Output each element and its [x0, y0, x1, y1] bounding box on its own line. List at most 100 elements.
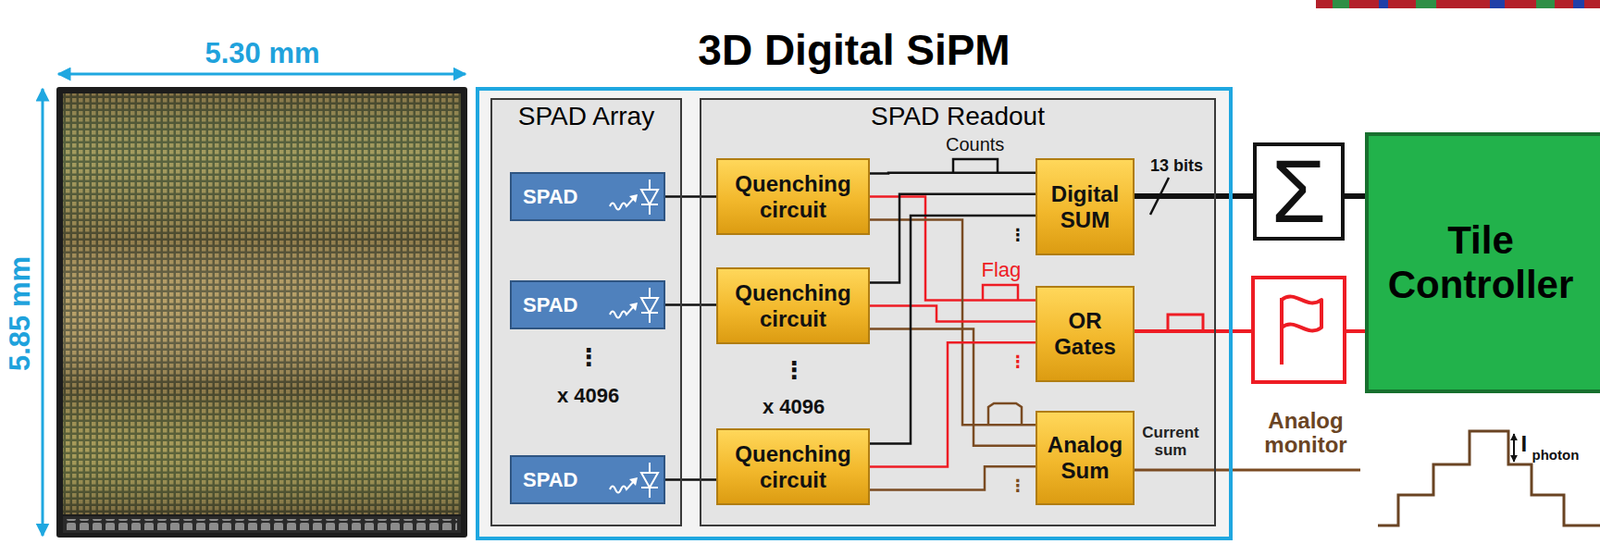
count-label: x 4096: [762, 396, 826, 420]
group-heading: SPAD Array: [492, 101, 681, 132]
box-label: Σ: [1271, 147, 1327, 236]
box-label: SPAD: [522, 293, 579, 317]
chip-array: [62, 93, 461, 515]
ellipsis-mark: ⋮: [1009, 353, 1027, 373]
chip-pads: [66, 519, 458, 531]
dimension-label: 5.30 mm: [205, 38, 322, 68]
signal-wire: [869, 194, 1036, 284]
bus-width-label: 13 bits: [1150, 157, 1204, 176]
signal-wire: [1134, 193, 1253, 199]
current-subscript: photon: [1532, 447, 1580, 464]
ellipsis-mark: ⋮: [1009, 353, 1027, 373]
box-label: Tile Controller: [1376, 218, 1586, 309]
signal-label: Counts: [945, 134, 1005, 155]
analog-wire: [1134, 469, 1361, 472]
count-label: x 4096: [557, 384, 621, 409]
signal-label: Current sum: [1139, 424, 1203, 459]
box-label: SPAD: [522, 468, 579, 492]
signal-wire: [869, 172, 1036, 175]
digital-sum-block: Digital SUM: [1035, 158, 1135, 256]
strip-band: [1332, 0, 1350, 9]
tile-controller: Tile Controller: [1364, 132, 1600, 394]
flag-pulse: [982, 285, 1018, 301]
spad-array-panel: SPAD ArraySPADSPADSPAD: [490, 98, 683, 527]
height-arrow: [41, 88, 45, 536]
photon-wave: [609, 306, 634, 319]
spad-cell: SPAD: [509, 280, 666, 330]
spad-diode-symbol: [607, 176, 661, 218]
chip-sheen: [62, 93, 461, 515]
signal-wire: [665, 303, 717, 307]
or-gate-block: OR Gates: [1035, 285, 1135, 383]
ellipsis-mark: ⋮: [576, 344, 601, 372]
strip-band: [1415, 0, 1437, 9]
box-label: Digital SUM: [1042, 181, 1128, 233]
photon-arrowhead: [629, 302, 638, 311]
spad-diode-symbol: [607, 285, 661, 326]
flag-frame: [1252, 277, 1345, 383]
signal-wire: [665, 478, 717, 482]
current-symbol: I: [1521, 432, 1528, 458]
signal-label: Flag: [981, 259, 1022, 283]
diode-leads: [641, 462, 658, 498]
dimension-label: 5.85 mm: [5, 255, 35, 372]
diode-triangle: [641, 297, 658, 313]
strip-band: [1489, 0, 1505, 9]
analog-monitor: [1134, 431, 1600, 526]
diode-triangle: [641, 472, 658, 488]
ellipsis-mark: ⋮: [781, 357, 807, 385]
flag-out-pulse: [1167, 314, 1204, 332]
group-heading: SPAD Readout: [701, 101, 1215, 132]
output-label: Analog monitor: [1248, 409, 1364, 459]
quenching-circuit: Quenching circuit: [716, 158, 870, 236]
diode-leads: [641, 179, 658, 215]
spad-diode-symbol: [607, 459, 661, 501]
box-label: Quenching circuit: [725, 280, 861, 332]
spad-readout-panel: SPAD ReadoutQuenching circuitQuenching c…: [699, 98, 1216, 527]
ellipsis-mark: ⋮: [1009, 477, 1027, 497]
panel-fills: [475, 86, 1233, 541]
quenching-circuit: Quenching circuit: [716, 428, 870, 506]
flag-icon: [1281, 297, 1322, 332]
dimension-arrows: [42, 74, 466, 536]
chip-pad-row: [62, 516, 461, 534]
chip-photo: [56, 86, 468, 538]
diode-leads: [641, 287, 658, 323]
dimension-label: 5.85 mm: [5, 255, 35, 372]
photon-arrowhead: [629, 194, 638, 203]
strip-band: [1378, 0, 1389, 9]
width-arrow: [58, 73, 466, 76]
ellipsis-mark: ⋮: [781, 357, 807, 385]
count-label: x 4096: [762, 396, 826, 419]
box-label: Analog Sum: [1042, 432, 1128, 484]
signal-wire: [665, 195, 717, 199]
photon-arrowhead: [629, 477, 638, 486]
box-label: Quenching circuit: [725, 171, 861, 223]
panel-fill: [475, 86, 1233, 541]
signal-wire: [869, 219, 1036, 425]
ellipsis-mark: ⋮: [576, 344, 601, 372]
chip-frame: [56, 86, 468, 538]
system-frame: 3D Digital SiPMSPAD ArraySPADSPADSPADSPA…: [475, 86, 1233, 541]
strip-band: [1573, 0, 1585, 9]
signal-label: Flag: [981, 259, 1022, 282]
diode-triangle: [641, 189, 658, 205]
ellipsis-mark: ⋮: [1009, 477, 1027, 497]
spad-cell: SPAD: [509, 455, 666, 505]
count-label: x 4096: [557, 384, 621, 408]
ellipsis-mark: ⋮: [1009, 226, 1027, 246]
group-heading: 3D Digital SiPM: [479, 25, 1229, 75]
current-subscript: photon: [1532, 447, 1580, 464]
count-pulse: [953, 159, 998, 174]
photon-step-arrow: [1513, 434, 1515, 462]
signal-wire: [869, 197, 1036, 301]
strip-band: [1315, 0, 1600, 9]
signal-wire: [869, 306, 1036, 323]
output-label: Analog monitor: [1248, 409, 1364, 459]
panel-fill: [490, 98, 683, 527]
photon-wave: [609, 481, 634, 494]
signal-wire: [869, 215, 1036, 445]
dimension-label: 5.30 mm: [205, 38, 322, 68]
signal-label: Counts: [945, 134, 1005, 155]
